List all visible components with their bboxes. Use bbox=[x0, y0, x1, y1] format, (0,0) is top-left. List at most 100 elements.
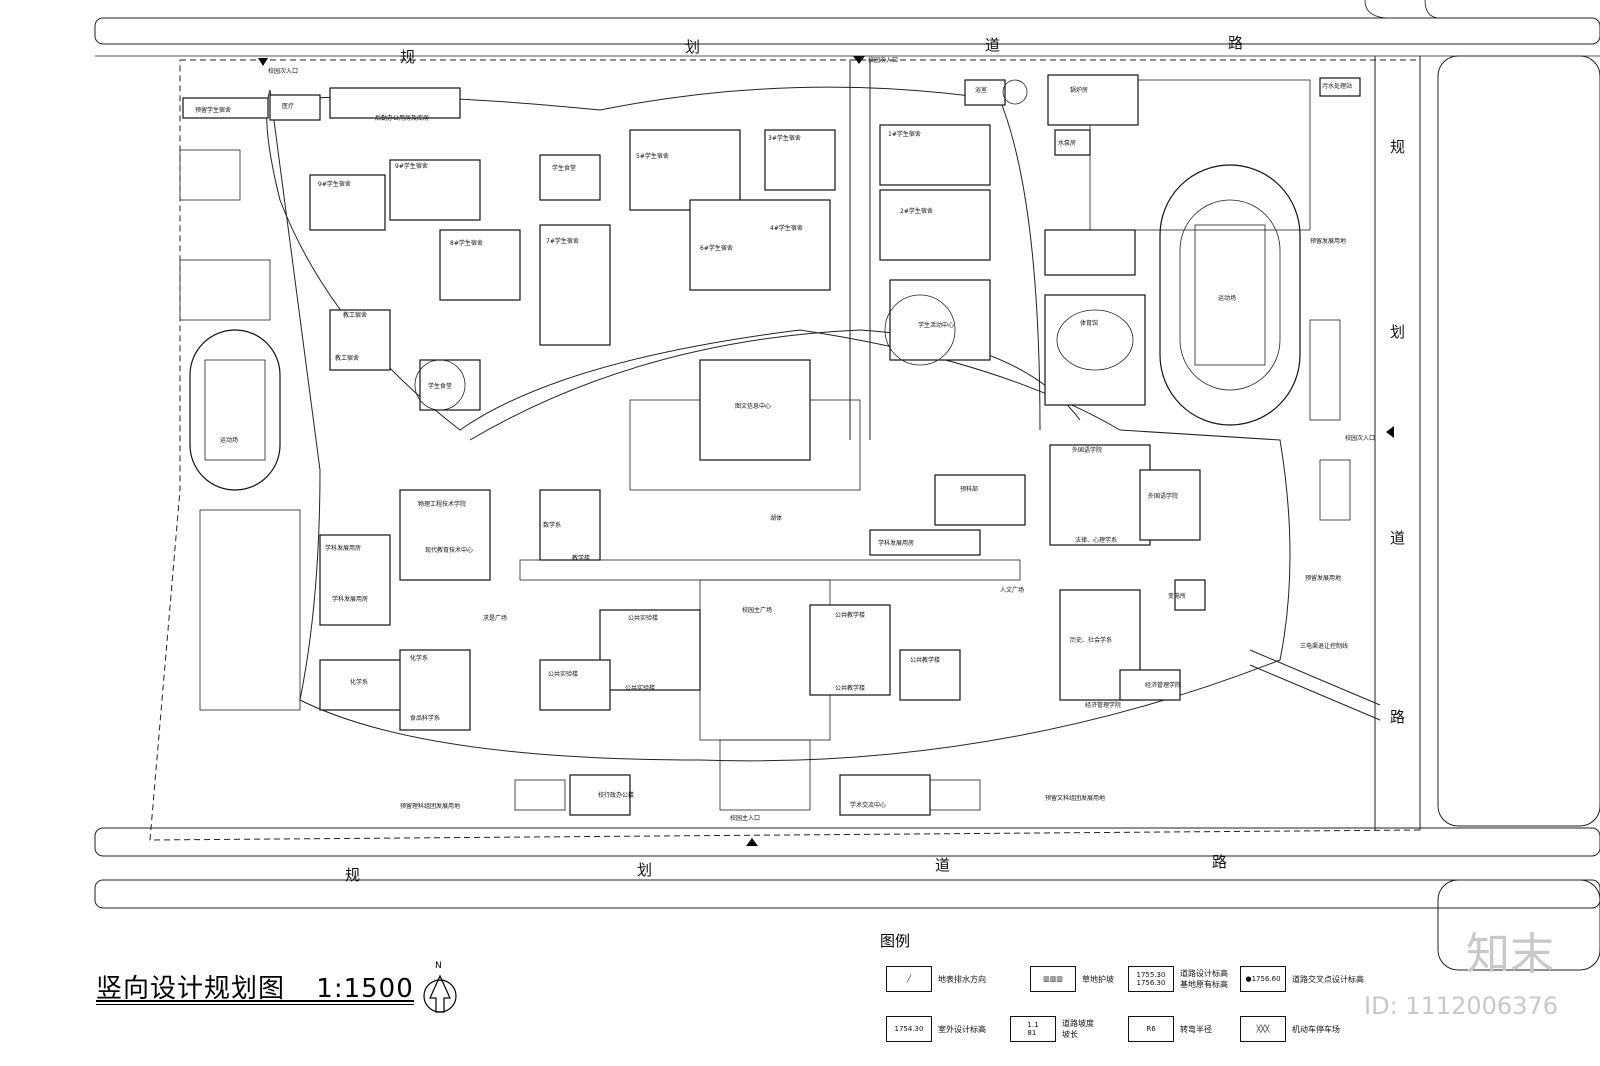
legend-item-radius: R6 转弯半径 bbox=[1128, 1016, 1212, 1042]
grass-slope-icon: ▥▥▥ bbox=[1030, 966, 1076, 992]
label-dorm-9a: 9#学生宿舍 bbox=[395, 162, 428, 170]
watermark-id: ID: 1112006376 bbox=[1364, 992, 1558, 1020]
central-plaza-grid bbox=[519, 399, 1021, 811]
title-text: 竖向设计规划图 bbox=[96, 974, 286, 1004]
label-boiler: 锅炉房 bbox=[1070, 86, 1088, 94]
road-right-char-3: 道 bbox=[1390, 529, 1405, 547]
label-library: 图文信息中心 bbox=[735, 402, 771, 410]
label-dining-2: 学生食堂 bbox=[428, 382, 452, 390]
drainage-arrow-icon: ╱ bbox=[886, 966, 932, 992]
label-main-sq: 校园主广场 bbox=[742, 606, 772, 614]
drawing-title: 竖向设计规划图 1:1500 bbox=[96, 968, 414, 1005]
label-dorm-2: 2#学生宿舍 bbox=[900, 207, 933, 215]
label-dev-3: 学科发展用房 bbox=[878, 539, 914, 547]
label-foreign-1: 外国语学院 bbox=[1072, 446, 1102, 454]
label-bath: 浴室 bbox=[975, 86, 987, 94]
watermark-logo: 知末 bbox=[1466, 929, 1554, 980]
legend-item-slope: ▥▥▥ 草地护坡 bbox=[1030, 966, 1114, 992]
north-label: N bbox=[435, 961, 442, 971]
label-chem-2: 化学系 bbox=[350, 678, 368, 686]
label-humanities-sq: 人文广场 bbox=[1000, 586, 1024, 594]
legend-item-parking: ╳╳╳ 机动车停车场 bbox=[1240, 1016, 1340, 1042]
label-west-field: 运动场 bbox=[220, 436, 238, 444]
label-reserve-east-2: 预留发展用地 bbox=[1305, 574, 1341, 582]
label-stadium: 运动场 bbox=[1218, 294, 1236, 302]
title-underline-thin bbox=[96, 1004, 414, 1005]
label-reserve-arts: 预留文科组团发展用地 bbox=[1045, 794, 1105, 802]
label-dorm-4: 4#学生宿舍 bbox=[770, 224, 803, 232]
label-lake: 湖体 bbox=[770, 514, 782, 522]
road-top-char-3: 道 bbox=[985, 36, 1000, 54]
gate-marker-top-center bbox=[853, 56, 865, 64]
road-elevation-icon: 1755.30 1756.30 bbox=[1128, 966, 1174, 992]
parking-hatch-icon: ╳╳╳ bbox=[1240, 1016, 1286, 1042]
label-econ-1: 经济管理学院 bbox=[1145, 681, 1181, 689]
building-blocks bbox=[182, 74, 1361, 816]
legend-item-gradient: 1.1 81 道路坡度 坡长 bbox=[1010, 1016, 1094, 1042]
gate-label-right: 校园次入口 bbox=[1345, 434, 1375, 442]
label-hall: 学生活动中心 bbox=[918, 321, 954, 329]
road-bottom-char-2: 划 bbox=[637, 861, 652, 879]
title-underline bbox=[96, 1000, 414, 1002]
outdoor-elevation-icon: 1754.30 bbox=[886, 1016, 932, 1042]
road-bottom-char-1: 规 bbox=[345, 866, 360, 884]
label-dev-1: 学科发展用房 bbox=[325, 544, 361, 552]
label-substation: 变电所 bbox=[1168, 592, 1186, 600]
label-pub-lab-3: 公共实验楼 bbox=[625, 684, 655, 692]
label-pub-lab-1: 公共实验楼 bbox=[628, 614, 658, 622]
legend-title: 图例 bbox=[880, 932, 911, 950]
label-reserve-science: 预留理科组团发展用地 bbox=[400, 802, 460, 810]
road-lines bbox=[94, 0, 1600, 971]
label-reserve-east-1: 预留发展用地 bbox=[1310, 237, 1346, 245]
label-water-pump: 水泵房 bbox=[1058, 139, 1076, 147]
label-staff-dorm-2: 教工宿舍 bbox=[335, 354, 359, 362]
label-econ-2: 经济管理学院 bbox=[1085, 701, 1121, 709]
label-staff-dorm-1: 教工宿舍 bbox=[343, 311, 367, 319]
site-boundary bbox=[149, 59, 1421, 841]
gate-marker-bottom bbox=[746, 838, 758, 846]
label-dorm-5: 5#学生宿舍 bbox=[636, 152, 669, 160]
label-exchange: 学术交流中心 bbox=[850, 801, 886, 809]
label-dev-2: 学科发展用房 bbox=[332, 595, 368, 603]
road-labels: 规 划 道 路 规 划 道 路 规 划 道 路 bbox=[345, 34, 1405, 884]
label-prep-dept: 预科部 bbox=[960, 485, 978, 493]
road-right-char-2: 划 bbox=[1390, 323, 1405, 341]
intersection-elevation-icon: ●1756.60 bbox=[1240, 966, 1286, 992]
label-clinic: 医疗 bbox=[282, 102, 294, 110]
label-pub-teach-1: 公共教学楼 bbox=[835, 611, 865, 619]
label-history: 历史、社会学系 bbox=[1070, 636, 1112, 644]
label-edu-tech: 现代教育技术中心 bbox=[425, 546, 473, 554]
label-dorm-1: 1#学生宿舍 bbox=[888, 130, 921, 138]
label-dorm-7: 7#学生宿舍 bbox=[546, 237, 579, 245]
label-dorm-6: 6#学生宿舍 bbox=[700, 244, 733, 252]
label-sewage: 污水处理站 bbox=[1322, 82, 1352, 90]
label-dorm-9b: 9#学生宿舍 bbox=[318, 180, 351, 188]
gate-marker-top-left bbox=[258, 58, 268, 66]
gate-label-top-left: 校园次入口 bbox=[268, 67, 298, 75]
label-foreign-2: 外国语学院 bbox=[1148, 492, 1178, 500]
label-gym: 体育馆 bbox=[1080, 319, 1098, 327]
label-dorm-3: 3#学生宿舍 bbox=[768, 134, 801, 142]
gate-label-top-center: 校园次入口 bbox=[868, 56, 898, 64]
label-pub-lab-2: 公共实验楼 bbox=[548, 670, 578, 678]
label-dining-1: 学生食堂 bbox=[552, 164, 576, 172]
label-control-line: 三电渠退让控制线 bbox=[1300, 642, 1348, 650]
road-bottom-char-4: 路 bbox=[1212, 853, 1227, 871]
label-prep-dorm: 预留学生宿舍 bbox=[195, 106, 231, 114]
legend-item-drainage: ╱ 地表排水方向 bbox=[886, 966, 986, 992]
road-top-char-4: 路 bbox=[1228, 34, 1243, 52]
gates: 校园次入口 校园次入口 校园主入口 校园次入口 bbox=[258, 56, 1394, 846]
label-physics: 物理工程技术学院 bbox=[418, 500, 466, 508]
label-teaching: 教学楼 bbox=[572, 554, 590, 562]
legend-item-road-elev: 1755.30 1756.30 道路设计标高 基地原有标高 bbox=[1128, 966, 1228, 992]
scale-text: 1:1500 bbox=[316, 974, 414, 1004]
label-logistics: 后勤办公用房及库房 bbox=[375, 114, 429, 122]
road-right-char-1: 规 bbox=[1390, 138, 1405, 156]
label-chem-1: 化学系 bbox=[410, 654, 428, 662]
label-food: 食品科学系 bbox=[410, 714, 440, 722]
label-law: 法律、心理学系 bbox=[1075, 536, 1117, 544]
north-arrow-icon: N bbox=[423, 961, 457, 1013]
gym-building bbox=[1044, 229, 1146, 406]
road-gradient-icon: 1.1 81 bbox=[1010, 1016, 1056, 1042]
